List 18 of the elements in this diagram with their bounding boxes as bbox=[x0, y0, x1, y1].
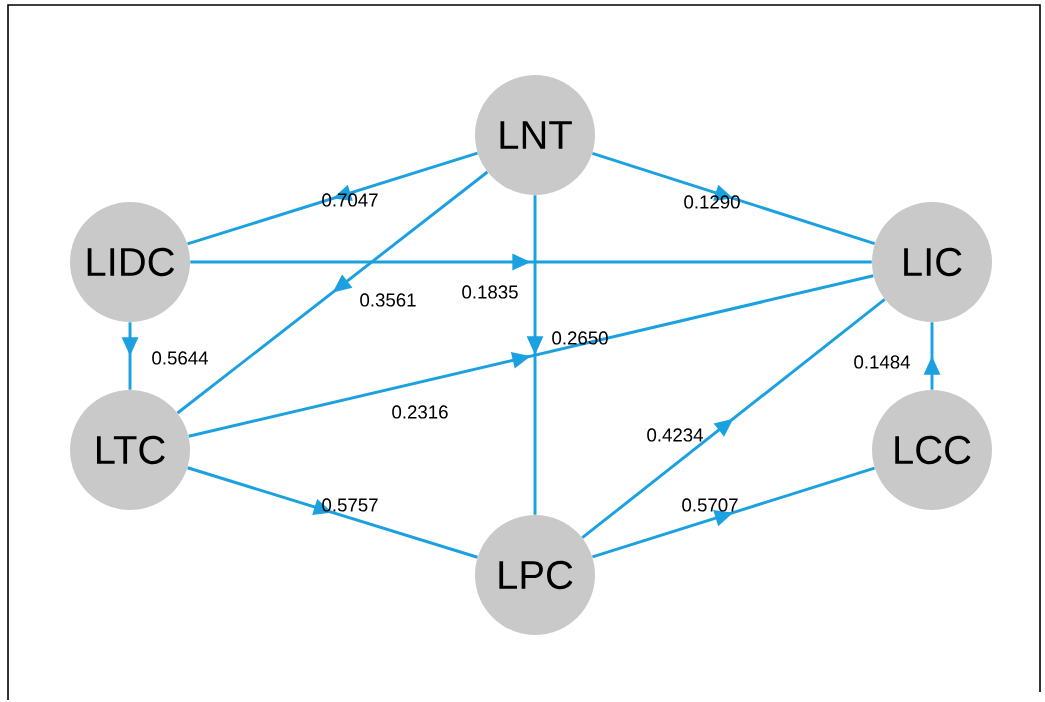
edge-label: 0.5707 bbox=[682, 498, 738, 512]
edge-label: 0.3561 bbox=[360, 293, 416, 307]
edge-label: 0.1835 bbox=[462, 285, 518, 299]
edge-label: 0.1290 bbox=[684, 195, 740, 209]
arrow bbox=[176, 170, 489, 415]
arrow bbox=[188, 274, 874, 438]
edge-label: 0.4234 bbox=[647, 428, 703, 442]
arrow bbox=[581, 298, 886, 539]
edge-label: 0.1484 bbox=[854, 355, 910, 369]
edge-label: 0.7047 bbox=[322, 193, 378, 207]
arrow bbox=[187, 151, 478, 246]
edge-label: 0.2316 bbox=[392, 405, 448, 419]
arrow bbox=[187, 466, 478, 559]
arrow bbox=[591, 151, 876, 246]
edge-label: 0.2650 bbox=[552, 331, 608, 345]
edge-label: 0.5644 bbox=[152, 351, 208, 365]
edge-label: 0.5757 bbox=[322, 498, 378, 512]
arrow bbox=[592, 466, 875, 559]
